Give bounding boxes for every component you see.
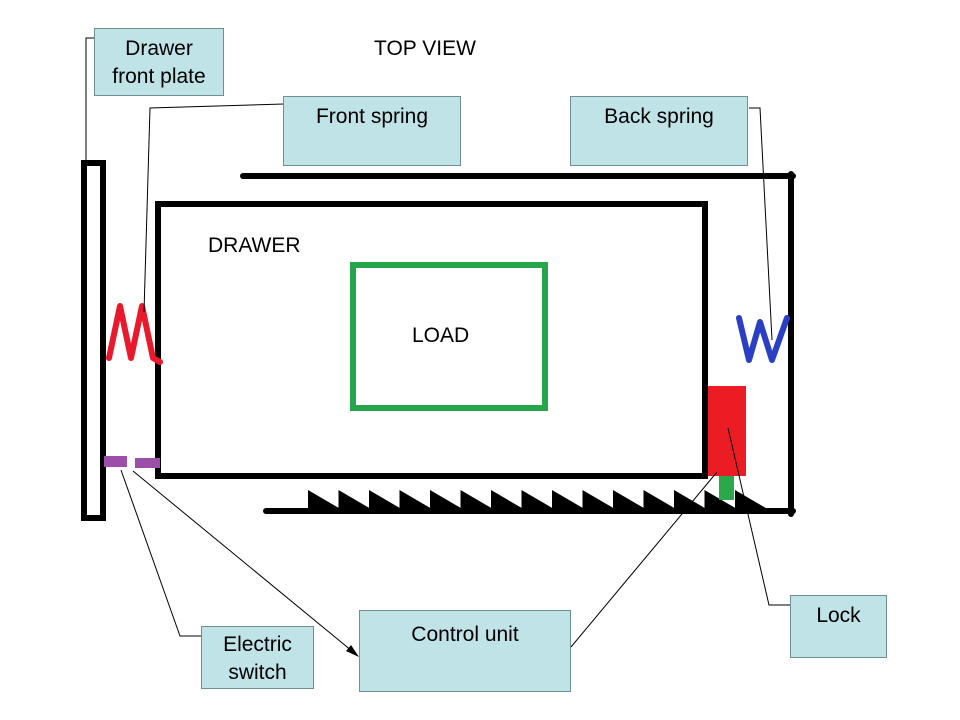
callout-lock-label: Lock — [816, 604, 861, 627]
back-spring-icon — [736, 315, 790, 363]
leader-front-spring — [143, 103, 285, 313]
ratchet-tooth — [491, 490, 524, 509]
ratchet-tooth — [338, 490, 371, 509]
ratchet-tooth — [674, 490, 707, 509]
leader-electric-switch — [120, 469, 202, 637]
drawer-body — [155, 201, 708, 479]
callout-back-spring: Back spring — [570, 96, 748, 166]
ratchet-tooth — [613, 490, 646, 509]
ratchet-tooth — [399, 490, 432, 509]
callout-electric-switch: Electric switch — [201, 626, 314, 689]
callout-front-spring-label: Front spring — [315, 105, 429, 128]
ratchet-tooth — [643, 490, 676, 509]
callout-electric-switch-line1: Electric — [223, 633, 292, 656]
callout-electric-switch-line2: switch — [228, 661, 287, 684]
leader-lock — [727, 427, 791, 606]
callout-control-unit: Control unit — [359, 610, 571, 692]
callout-front-spring: Front spring — [283, 96, 461, 166]
diagram-title: TOP VIEW — [374, 37, 476, 60]
lock-block — [708, 386, 746, 476]
ratchet-tooth — [430, 490, 463, 509]
lock-connector — [719, 476, 734, 500]
ratchet-tooth — [369, 490, 402, 509]
callout-back-spring-label: Back spring — [604, 105, 714, 128]
leader-lines — [85, 37, 791, 648]
electric-switch-pad-right — [135, 458, 160, 468]
signal-arrow-switch-to-control — [132, 470, 353, 652]
leader-control-to-lock — [570, 471, 718, 648]
leader-front-plate — [85, 37, 96, 163]
callout-drawer-front-plate-line1: Drawer — [125, 37, 193, 60]
arrowhead-control-unit — [346, 645, 359, 657]
sawtooth-rack-icon — [308, 490, 768, 509]
front-spring-icon — [106, 303, 163, 365]
electric-switch-pad-left — [104, 456, 127, 467]
callout-drawer-front-plate-line2: front plate — [112, 65, 206, 88]
ratchet-tooth — [582, 490, 615, 509]
ratchet-tooth — [552, 490, 585, 509]
load-label: LOAD — [412, 324, 470, 347]
ratchet-tooth — [521, 490, 554, 509]
ratchet-tooth — [735, 490, 768, 509]
ratchet-tooth — [308, 490, 341, 509]
ratchet-tooth — [460, 490, 493, 509]
leader-back-spring — [749, 107, 773, 341]
load-box — [350, 262, 548, 411]
callout-drawer-front-plate: Drawer front plate — [94, 28, 224, 96]
drawer-front-plate — [81, 160, 106, 521]
callout-lock: Lock — [790, 595, 887, 658]
drawer-label: DRAWER — [208, 234, 301, 257]
callout-control-unit-label: Control unit — [411, 623, 519, 646]
